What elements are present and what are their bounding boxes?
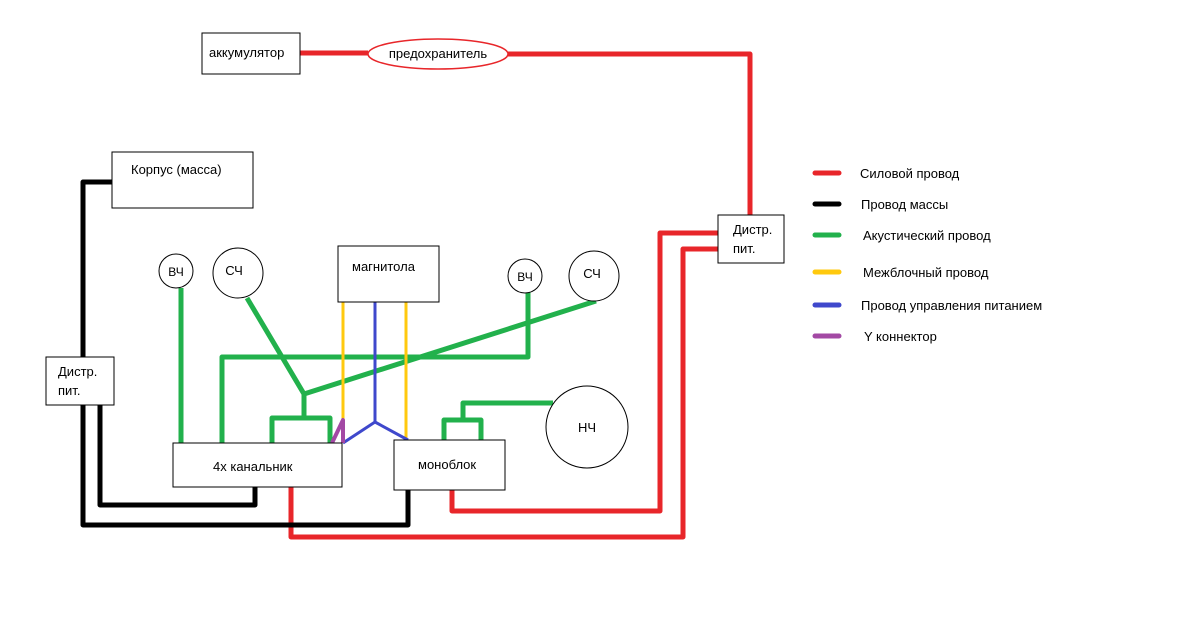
fuse-distr-wire: [508, 51, 753, 218]
monoblock-block: моноблок: [393, 439, 506, 491]
legend-label: Акустический провод: [863, 228, 991, 243]
subwoofer-label: НЧ: [578, 420, 596, 435]
speaker-bridge-wire: [269, 415, 333, 443]
legend-label: Межблочный провод: [863, 265, 989, 280]
monoblock-sub-bridge-wire: [441, 417, 484, 440]
acoustic-wires: [178, 288, 597, 443]
battery-block: аккумулятор: [201, 32, 301, 75]
distr-monoblock-power-wire: [449, 230, 718, 514]
tweeter-right-speaker: ВЧ: [507, 258, 543, 294]
subwoofer-speaker: НЧ: [545, 385, 629, 469]
legend-label: Силовой провод: [860, 166, 960, 181]
tweeter-left-speaker: ВЧ: [158, 253, 194, 289]
legend-label: Провод массы: [861, 197, 948, 212]
ground-wires: [80, 179, 411, 528]
monoblock-ground-wire: [80, 405, 411, 528]
distr-left-label-1: Дистр.: [58, 364, 97, 379]
subwoofer-wire: [460, 400, 553, 420]
tweeter-left-label: ВЧ: [168, 265, 183, 279]
legend-label: Y коннектор: [864, 329, 937, 344]
monoblock-label: моноблок: [418, 457, 476, 472]
distr-right-label-2: пит.: [733, 241, 755, 256]
distr-right-block: Дистр. пит.: [717, 214, 785, 264]
amp4-label: 4х канальник: [213, 459, 293, 474]
battery-label: аккумулятор: [209, 45, 284, 60]
legend-label: Провод управления питанием: [861, 298, 1042, 313]
chassis-block: Корпус (масса): [111, 151, 254, 209]
distr-left-label-2: пит.: [58, 383, 80, 398]
chassis-ground-wire: [80, 179, 112, 357]
amp4-ground-wire: [97, 405, 258, 508]
y-connector-wire: [330, 418, 345, 444]
mid-left-speaker: СЧ: [212, 247, 264, 299]
chassis-label: Корпус (масса): [131, 162, 222, 177]
mid-left-label: СЧ: [225, 263, 243, 278]
remote-split-wire: [342, 420, 409, 445]
fuse-label: предохранитель: [389, 46, 487, 61]
head-unit-block: магнитола: [337, 245, 440, 303]
remote-wires: [342, 302, 409, 445]
mid-right-speaker: СЧ: [568, 250, 620, 302]
fuse-block: предохранитель: [367, 38, 509, 70]
distr-amp4-power-wire: [288, 246, 718, 540]
head-unit-label: магнитола: [352, 259, 416, 274]
distr-left-block: Дистр. пит.: [45, 356, 115, 406]
distr-right-label-1: Дистр.: [733, 222, 772, 237]
mid-right-wire: [303, 298, 597, 397]
amp4-block: 4х канальник: [172, 442, 343, 488]
y-connector: [330, 418, 345, 444]
tweeter-right-label: ВЧ: [517, 270, 532, 284]
mid-right-label: СЧ: [583, 266, 601, 281]
power-wires: [288, 50, 753, 540]
